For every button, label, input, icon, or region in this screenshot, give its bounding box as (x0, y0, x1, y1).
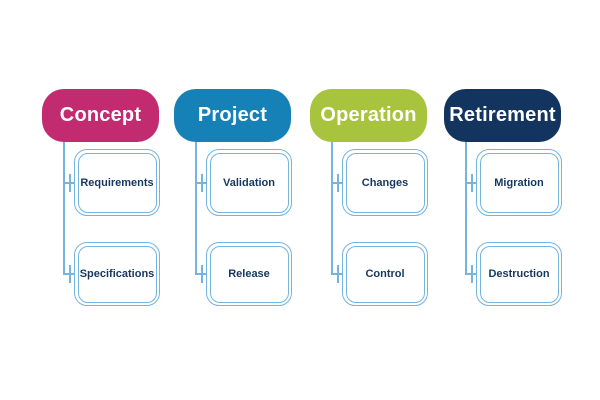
child-node-label: Validation (223, 176, 275, 189)
connector-tick-mark (337, 174, 339, 192)
connector-tick-mark (201, 265, 203, 283)
connector-trunk-line (195, 142, 197, 275)
connector-tick-mark (471, 174, 473, 192)
lifecycle-stage-column-concept: Concept Requirements Specifications (42, 89, 160, 319)
lifecycle-stage-column-project: Project Validation Release (174, 89, 292, 319)
connector-tick-mark (201, 174, 203, 192)
connector-trunk-line (63, 142, 65, 275)
lifecycle-stage-column-retirement: Retirement Migration Destruction (444, 89, 562, 319)
child-node-inner-border: Control (345, 245, 425, 303)
child-node-label: Migration (494, 176, 544, 189)
stage-pill-label: Operation (320, 104, 417, 126)
child-node-inner-border: Specifications (77, 245, 157, 303)
stage-pill-label: Concept (59, 104, 142, 126)
child-node-inner-border: Requirements (77, 152, 157, 213)
stage-pill-project: Project (174, 89, 291, 142)
child-node-inner-border: Destruction (479, 245, 559, 303)
stage-pill-label: Project (197, 104, 268, 126)
stage-pill-label: Retirement (449, 104, 556, 126)
child-node-label: Requirements (80, 176, 154, 189)
connector-tick-mark (471, 265, 473, 283)
child-node-label: Specifications (79, 268, 155, 280)
child-node-inner-border: Migration (479, 152, 559, 213)
child-node-label: Control (365, 268, 405, 280)
child-node-destruction: Destruction (476, 242, 562, 306)
connector-trunk-line (465, 142, 467, 275)
stage-pill-concept: Concept (42, 89, 159, 142)
child-node-label: Changes (361, 176, 409, 189)
child-node-label: Release (228, 268, 270, 280)
child-node-validation: Validation (206, 149, 292, 216)
child-node-release: Release (206, 242, 292, 306)
child-node-migration: Migration (476, 149, 562, 216)
connector-tick-mark (337, 265, 339, 283)
connector-tick-mark (69, 265, 71, 283)
child-node-changes: Changes (342, 149, 428, 216)
lifecycle-stage-column-operation: Operation Changes Control (310, 89, 428, 319)
child-node-inner-border: Validation (209, 152, 289, 213)
connector-trunk-line (331, 142, 333, 275)
child-node-inner-border: Release (209, 245, 289, 303)
child-node-specifications: Specifications (74, 242, 160, 306)
stage-pill-operation: Operation (310, 89, 427, 142)
connector-tick-mark (69, 174, 71, 192)
child-node-control: Control (342, 242, 428, 306)
stage-pill-retirement: Retirement (444, 89, 561, 142)
child-node-inner-border: Changes (345, 152, 425, 213)
child-node-requirements: Requirements (74, 149, 160, 216)
child-node-label: Destruction (488, 268, 550, 280)
